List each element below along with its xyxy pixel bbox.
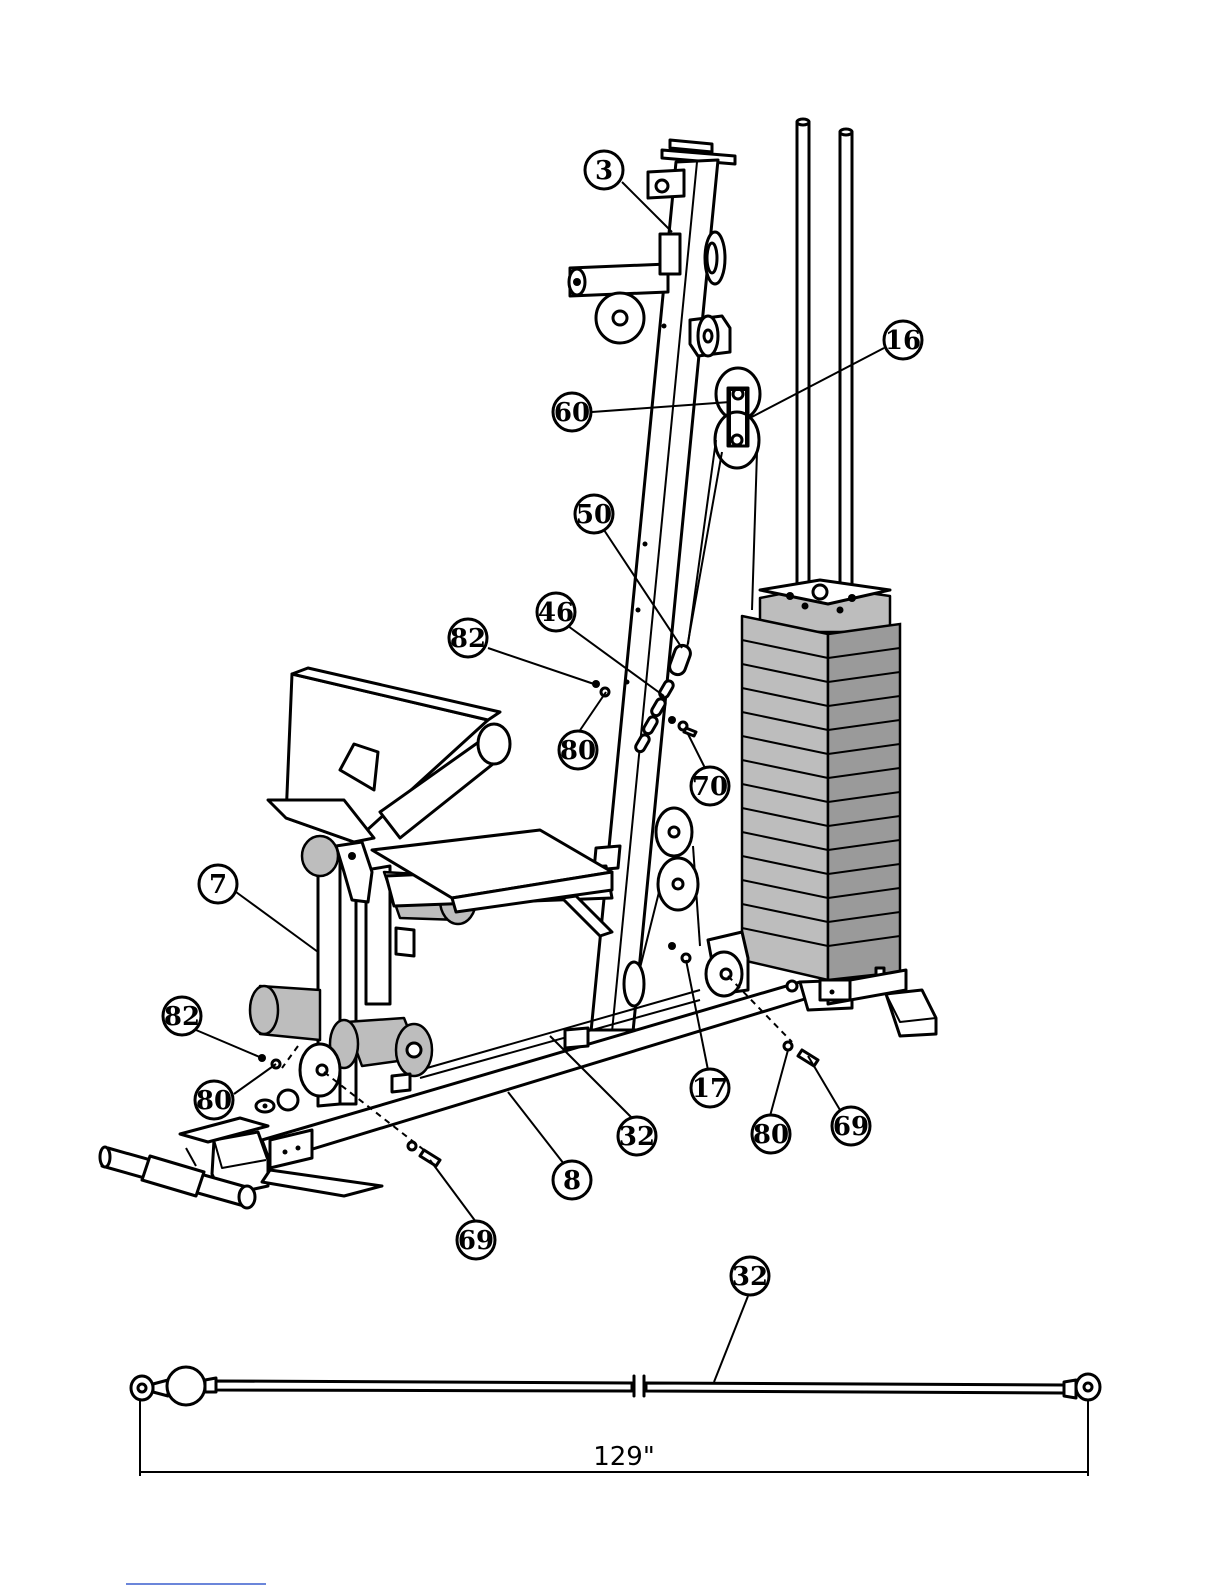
weight-stack [742,580,900,982]
callout-32-frame: 32 [618,1117,656,1155]
callout-7: 7 [199,865,237,903]
weight-stack-guide-rods [797,119,852,606]
callout-3: 3 [585,151,623,189]
callout-80-left: 80 [195,1081,233,1119]
callout-69-right: 69 [832,1107,870,1145]
bolt-washer-70 [668,716,696,736]
svg-text:46: 46 [538,598,574,628]
callout-8: 8 [553,1161,591,1199]
svg-text:82: 82 [450,624,486,654]
svg-text:16: 16 [885,326,921,356]
callout-70: 70 [691,767,729,805]
callout-46: 46 [537,593,575,631]
svg-text:8: 8 [563,1166,581,1196]
svg-text:32: 32 [732,1262,768,1292]
cable-32-detail: 32 129" [131,1257,1100,1476]
svg-text:7: 7 [209,870,227,900]
svg-text:69: 69 [833,1112,869,1142]
svg-text:69: 69 [458,1226,494,1256]
callout-82-upper: 82 [449,619,487,657]
callout-69-left: 69 [457,1221,495,1259]
svg-text:80: 80 [196,1086,232,1116]
svg-text:17: 17 [692,1074,728,1104]
cable-length-label: 129" [593,1442,655,1472]
callout-50: 50 [575,495,613,533]
svg-text:3: 3 [595,156,613,186]
svg-text:50: 50 [576,500,612,530]
svg-text:32: 32 [619,1122,655,1152]
svg-text:60: 60 [554,398,590,428]
callout-80-right: 80 [752,1115,790,1153]
svg-text:80: 80 [560,736,596,766]
callout-82-lower: 82 [163,997,201,1035]
callout-60: 60 [553,393,591,431]
callout-16: 16 [884,321,922,359]
callout-80-upper: 80 [559,731,597,769]
svg-text:82: 82 [164,1002,200,1032]
svg-text:80: 80 [753,1120,789,1150]
callout-17: 17 [691,1069,729,1107]
svg-text:70: 70 [692,772,728,802]
